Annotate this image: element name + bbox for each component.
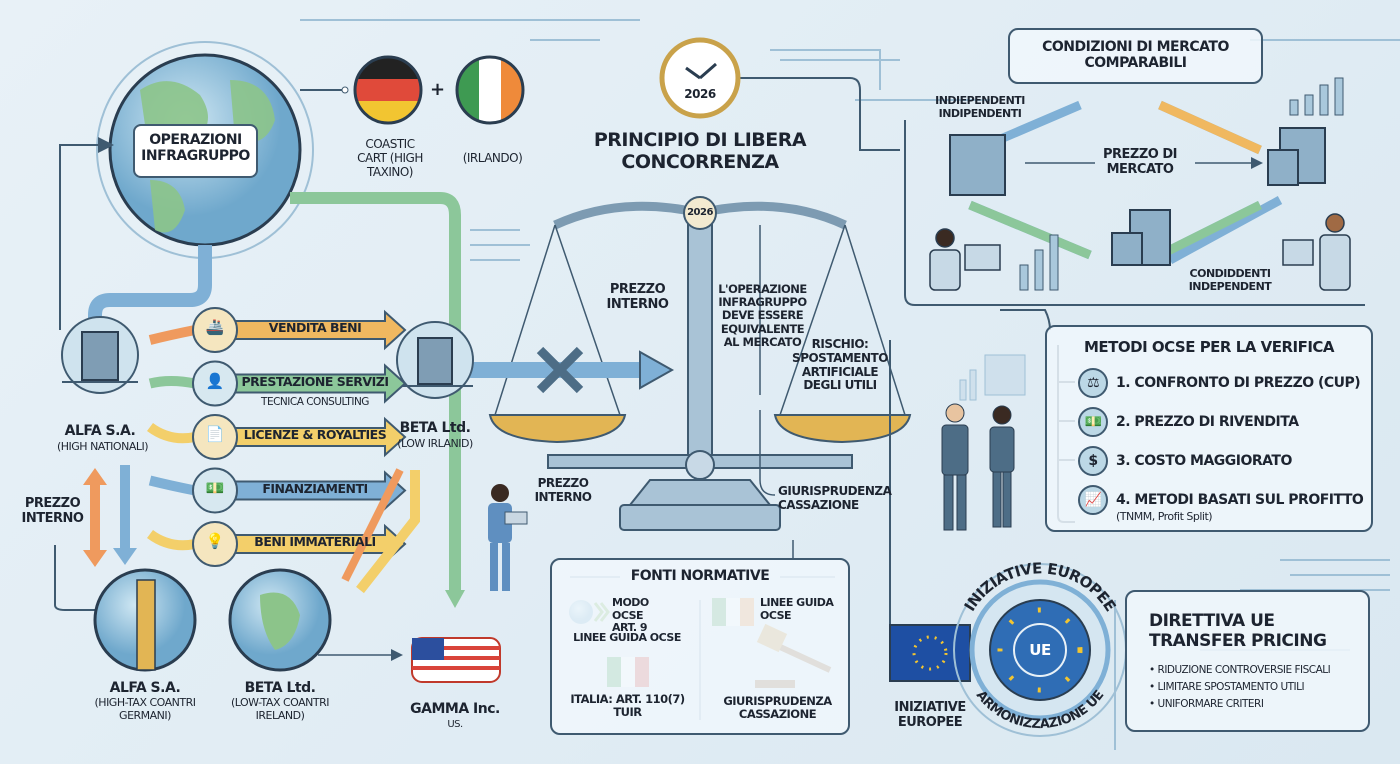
- germany-label: COASTIC CART (HIGH TAXINO): [357, 137, 423, 179]
- lightbulb-icon: [192, 521, 238, 567]
- flow-arrow: [224, 363, 407, 404]
- document-icon: 📄: [205, 425, 225, 443]
- bottom-beta-sub: (LOW-TAX COANTRI IRELAND): [230, 696, 330, 722]
- clock-icon: [659, 37, 741, 119]
- flow-label: PRESTAZIONE SERVIZI: [241, 373, 389, 389]
- flow-label: BENI IMMATERIALI: [254, 534, 376, 549]
- gamma-sub: US.: [447, 719, 463, 730]
- bottom-alfa-name: ALFA S.A.: [109, 680, 181, 696]
- badge-center-text: UE: [1029, 641, 1051, 659]
- flow-arrow: [224, 470, 407, 511]
- fonti-linee-guida-2: LINEE GUIDA OCSE: [760, 596, 834, 622]
- gamma-name: GAMMA Inc.: [410, 701, 500, 717]
- money-icon: [192, 467, 238, 514]
- return-arrow: [148, 325, 196, 345]
- cross-icon: [536, 346, 584, 394]
- beta-building-icon: [396, 321, 474, 399]
- plus-sign: +: [430, 79, 445, 100]
- market-price-label: PREZZO DI MERCATO: [1103, 147, 1177, 177]
- banknote-icon: 💵: [1078, 407, 1108, 437]
- flow-arrow: [224, 416, 407, 458]
- flow-arrows: [147, 307, 407, 567]
- prezzo-interno-bottom: PREZZO INTERNO: [534, 476, 592, 504]
- ship-icon: 🚢: [205, 318, 225, 336]
- method-item: $3. COSTO MAGGIORATO: [1078, 446, 1292, 476]
- dollar-hand-icon: $: [1078, 446, 1108, 476]
- bullet: • UNIFORMARE CRITERI: [1149, 697, 1264, 710]
- beta-name: BETA Ltd.: [399, 420, 471, 436]
- directive-title: DIRETTIVA UE TRANSFER PRICING: [1149, 611, 1327, 651]
- prezzo-interno-label: PREZZO INTERNO: [606, 282, 669, 312]
- scale-year: 2026: [687, 207, 713, 218]
- flow-label: FINANZIAMENTI: [262, 480, 368, 496]
- globe-label: OPERAZIONI INFRAGRUPPO: [133, 124, 258, 178]
- germany-flag-icon: [353, 55, 423, 125]
- bottom-alfa-sub: (HIGH-TAX COANTRI GERMANI): [94, 696, 197, 722]
- ireland-label: (IRLANDO): [462, 151, 523, 165]
- alfa-name: ALFA S.A.: [64, 423, 136, 439]
- principle-text: L'OPERAZIONE INFRAGRUPPO DEVE ESSERE EQU…: [718, 282, 807, 349]
- analyst-figures: [929, 213, 1351, 291]
- independent-label-top: INDIEPENDENTI INDIPENDENTI: [935, 94, 1025, 120]
- return-arrow: [147, 529, 196, 551]
- bullet: • RIDUZIONE CONTROVERSIE FISCALI: [1149, 664, 1331, 676]
- directive-panel: DIRETTIVA UE TRANSFER PRICING • RIDUZION…: [1125, 590, 1370, 732]
- method-label: 3. COSTO MAGGIORATO: [1116, 453, 1292, 469]
- market-conditions-box: CONDIZIONI DI MERCATO COMPARABILI: [1008, 28, 1263, 84]
- lightbulb-icon: 💡: [205, 532, 225, 550]
- alfa-building-icon: [61, 316, 139, 394]
- method-item: ⚖ 1. CONFRONTO DI PREZZO (CUP): [1078, 368, 1361, 398]
- methods-title: METODI OCSE PER LA VERIFICA: [1083, 338, 1335, 356]
- building-icon: [949, 127, 1326, 266]
- eu-flag-label: INIZIATIVE EUROPEE: [894, 700, 966, 730]
- businesswoman-figure: [488, 484, 528, 591]
- us-flag-map-icon: [411, 637, 501, 683]
- method-label: 4. METODI BASATI SUL PROFITTO: [1116, 492, 1364, 508]
- alfa-sub: (HIGH NATIONALI): [56, 440, 149, 453]
- prezzo-interno-left: PREZZO INTERNO: [21, 496, 84, 526]
- ship-icon: [192, 307, 238, 353]
- fonti-title: FONTI NORMATIVE: [630, 568, 770, 584]
- fonti-giurisprudenza: GIURISPRUDENZA CASSAZIONE: [723, 694, 832, 722]
- fonti-linee-guida: LINEE GUIDA OCSE: [573, 631, 681, 644]
- fonti-italia: ITALIA: ART. 110(7) TUIR: [570, 692, 685, 720]
- fonti-modello: MODO OCSE ART. 9: [612, 596, 649, 635]
- balance-scale-icon: [488, 196, 912, 531]
- giurisprudenza-label: GIURISPRUDENZA CASSAZIONE: [778, 484, 892, 512]
- return-arrow: [148, 475, 196, 496]
- fonti-normative-panel: FONTI NORMATIVE: [550, 558, 850, 735]
- document-icon: [192, 414, 238, 460]
- method-sublabel: (TNMM, Profit Split): [1116, 510, 1213, 523]
- flow-sublabel: TECNICA CONSULTING: [261, 395, 369, 408]
- page-title: PRINCIPIO DI LIBERA CONCORRENZA: [593, 129, 807, 173]
- method-label: 2. PREZZO DI RIVENDITA: [1116, 414, 1299, 430]
- return-arrow: [148, 376, 196, 389]
- flow-label: VENDITA BENI: [268, 320, 362, 335]
- risk-text: RISCHIO: SPOSTAMENTO ARTIFICIALE DEGLI U…: [792, 337, 888, 393]
- return-arrow: [147, 422, 196, 444]
- method-label: 1. CONFRONTO DI PREZZO (CUP): [1116, 375, 1361, 391]
- bottom-beta-name: BETA Ltd.: [244, 680, 316, 696]
- business-people-figures: [941, 403, 1015, 531]
- money-icon: 💵: [205, 478, 225, 497]
- consultant-icon: [192, 360, 238, 407]
- method-item: 💵 2. PREZZO DI RIVENDITA: [1078, 407, 1299, 437]
- bar-chart-icon: [1019, 77, 1344, 291]
- method-item: 📈 4. METODI BASATI SUL PROFITTO: [1078, 485, 1364, 515]
- flow-label: LICENZE & ROYALTIES: [243, 427, 387, 442]
- directive-bullets: • RIDUZIONE CONTROVERSIE FISCALI • LIMIT…: [1149, 662, 1331, 712]
- ireland-flag-icon: [455, 55, 525, 125]
- clock-year: 2026: [684, 87, 716, 101]
- independent-label-bottom: CONDIDDENTI INDEPENDENT: [1188, 267, 1272, 293]
- beta-sub: (LOW IRLANID): [397, 437, 473, 450]
- flow-arrow: [224, 309, 407, 351]
- scale-icon: ⚖: [1078, 368, 1108, 398]
- bullet: • LIMITARE SPOSTAMENTO UTILI: [1149, 680, 1305, 693]
- growth-chart-icon: 📈: [1078, 485, 1108, 515]
- consultant-icon: 👤: [205, 371, 225, 390]
